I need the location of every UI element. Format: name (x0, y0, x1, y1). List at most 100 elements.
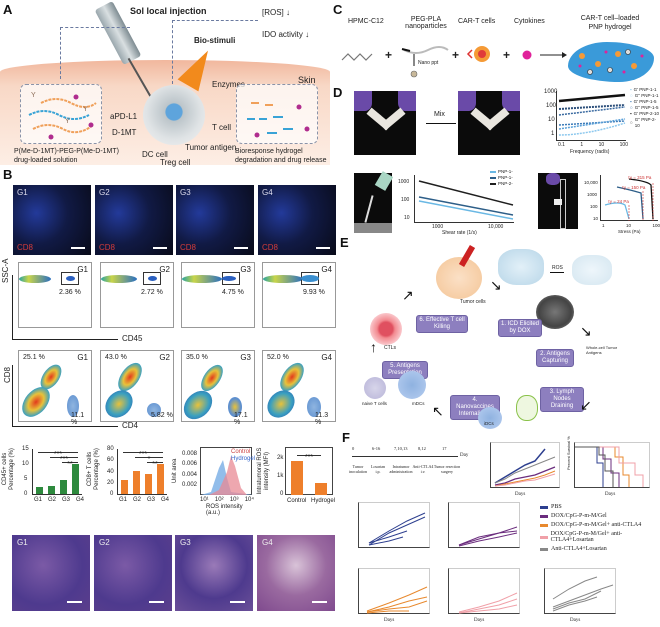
plot-area (556, 91, 626, 141)
plot-area (600, 175, 658, 221)
lower-quadrant-percent: 11.3 % (315, 412, 329, 426)
legend-text: PBS (551, 504, 562, 510)
y-tick: 10 (22, 461, 29, 467)
chart-survival (574, 442, 650, 488)
y-tick: 0.006 (182, 461, 198, 467)
panel-label: F (342, 430, 350, 445)
legend-text: G' PNP-2-10 (633, 111, 659, 116)
scale-bar (67, 601, 82, 603)
chart-individual-pbs (358, 502, 430, 548)
legend-item: ○G'' PNP-1-5 (630, 105, 659, 110)
y-tick: 60 (107, 457, 114, 463)
plus-icon: + (385, 48, 393, 62)
y-tick: 0 (110, 491, 114, 497)
y-tick: 0.004 (182, 472, 198, 478)
legend-text: PNP-1- (498, 175, 513, 180)
gate-percent: 2.36 % (59, 289, 81, 296)
left-caption: P(Me-D-1MT)-PEG-P(Me-D-1MT) drug-loaded … (14, 147, 119, 165)
timeline-event: Losartan i.p. (371, 464, 385, 474)
chart-individual-ctla4 (358, 568, 430, 614)
group-label: G2 (99, 188, 110, 197)
x-tick: G4 (160, 497, 169, 503)
degraded-chains-icon (247, 102, 310, 138)
lymph-node-icon (516, 395, 538, 421)
chart-cd45-percentage: CD45+ cells Percentage (%) 15 10 5 0 ***… (0, 443, 85, 521)
x-axis-label: Days (605, 492, 616, 497)
x-axis-label: CD4 (122, 421, 139, 430)
legend-text: Anti-CTLA4+Losartan (551, 546, 607, 552)
arrow-icon (426, 123, 456, 124)
x-axis-label: Stress (Pa) (618, 229, 641, 234)
he-image-g4: G4 (257, 535, 335, 611)
pipette-tip-icon (374, 171, 394, 191)
panel-label: A (3, 2, 13, 17)
cell-population (19, 275, 51, 283)
scale-bar (153, 247, 167, 249)
legend-item: Anti-CTLA4+Losartan (540, 546, 660, 552)
upper-quadrant-percent: 25.1 % (23, 354, 45, 361)
gate-percent: 4.75 % (222, 289, 244, 296)
y-tick: 20 (107, 480, 114, 486)
cell-population (182, 275, 222, 283)
tumor-cells-label: Tumor cells (460, 299, 486, 305)
x-tick: 100 (652, 223, 660, 228)
significance-marker: *** (38, 451, 78, 458)
idc-icon (478, 407, 502, 429)
legend-text: G'' PNP-2-10 (634, 117, 656, 128)
modulus-series (558, 93, 626, 136)
dc-cell-label: DC cell (142, 150, 168, 159)
scale-bar (230, 601, 245, 603)
timeline-axis (352, 456, 458, 457)
treatment-timeline: Day 0 Tumor inoculation 6-16 Losartan i.… (346, 442, 468, 482)
upper-quadrant-percent: 43.0 % (105, 354, 127, 361)
scale-bar (71, 247, 85, 249)
x-tick: G2 (47, 497, 56, 503)
growth-curves (494, 448, 556, 487)
timeline-day: 17 (442, 446, 447, 451)
tumor-antigen-label: Tumor antigen (185, 143, 237, 152)
glove-icon (458, 91, 476, 111)
chart-individual-anti-ctla4-losartan (544, 568, 616, 614)
lower-quadrant-percent: 17.1 % (234, 412, 248, 426)
x-tick: 10¹ (200, 497, 209, 503)
scale-bar (234, 247, 248, 249)
photo-after-mix (458, 91, 520, 155)
product-label: CAR-T cell–loaded PNP hydrogel (570, 14, 650, 32)
x-axis-label: Days (384, 618, 395, 623)
y-tick: 5 (24, 476, 28, 482)
bar-g3 (145, 474, 152, 494)
x-tick: 10 (625, 223, 631, 228)
panel-a: A Sol local injection [ROS] ↓ IDO activi… (0, 0, 330, 167)
x-tick: 1000 (432, 224, 444, 230)
legend-item: DOX/CpG-P-m-M/Gel+ anti-CTLA4+Losartan (540, 531, 660, 543)
step-6: 6. Effective T cell Killing (416, 315, 468, 333)
treg-label: Treg cell (160, 158, 191, 167)
legend-text: PNP-2- (498, 181, 513, 186)
group-label: G3 (180, 538, 191, 547)
individual-curves (458, 592, 518, 614)
x-axis-label: Frequency (rad/s) (570, 149, 610, 155)
chart-individual-ctla4-losartan (448, 568, 520, 614)
double-neg-population (261, 384, 301, 424)
stress-series (604, 178, 654, 221)
surface (354, 223, 392, 233)
y-tick: 0 (280, 491, 284, 497)
he-image-g1: G1 (12, 535, 90, 611)
y-tick: 0.008 (182, 451, 198, 457)
photo-injection-filament (354, 171, 394, 233)
group-label: G1 (17, 538, 28, 547)
individual-curves (368, 512, 426, 546)
step-2: 2. Antigens Capturing (536, 349, 574, 367)
y-tick: 1000 (398, 179, 410, 185)
photo-inverted-vial (538, 173, 578, 229)
group-label: G2 (159, 353, 170, 362)
mdc-icon (398, 371, 426, 399)
